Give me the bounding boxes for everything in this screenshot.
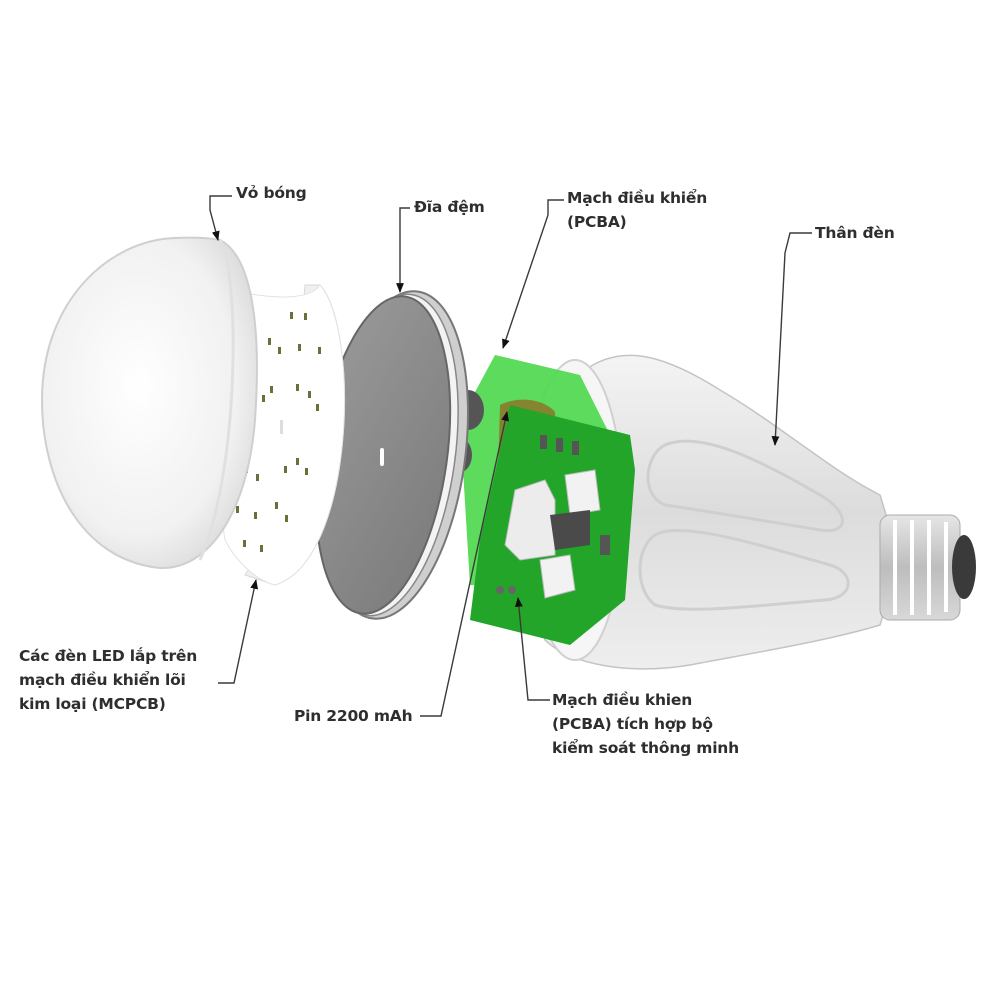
leader-shell	[209, 195, 232, 241]
label-pcba-bottom: Mạch điều khien (PCBA) tích hợp bộ kiểm …	[552, 691, 739, 757]
leader-battery	[420, 411, 509, 717]
label-battery: Pin 2200 mAh	[294, 707, 413, 725]
leader-lines	[209, 195, 812, 717]
label-pcba-top: Mạch điều khiển (PCBA)	[567, 189, 708, 231]
leader-body	[771, 232, 812, 446]
leader-pcba-top	[502, 199, 564, 349]
leader-led-board	[218, 579, 258, 684]
leader-pad-disk	[396, 207, 410, 293]
dome-shell	[40, 236, 258, 570]
label-shell: Vỏ bóng	[236, 184, 307, 202]
led-chips	[236, 312, 321, 552]
pad-disk	[314, 290, 470, 620]
label-body: Thân đèn	[815, 224, 895, 242]
screw-base	[879, 514, 976, 621]
label-led-board: Các đèn LED lắp trên mạch điều khiển lõi…	[19, 647, 198, 713]
leader-pcba-bottom	[514, 597, 550, 701]
label-pad-disk: Đĩa đệm	[414, 198, 485, 216]
